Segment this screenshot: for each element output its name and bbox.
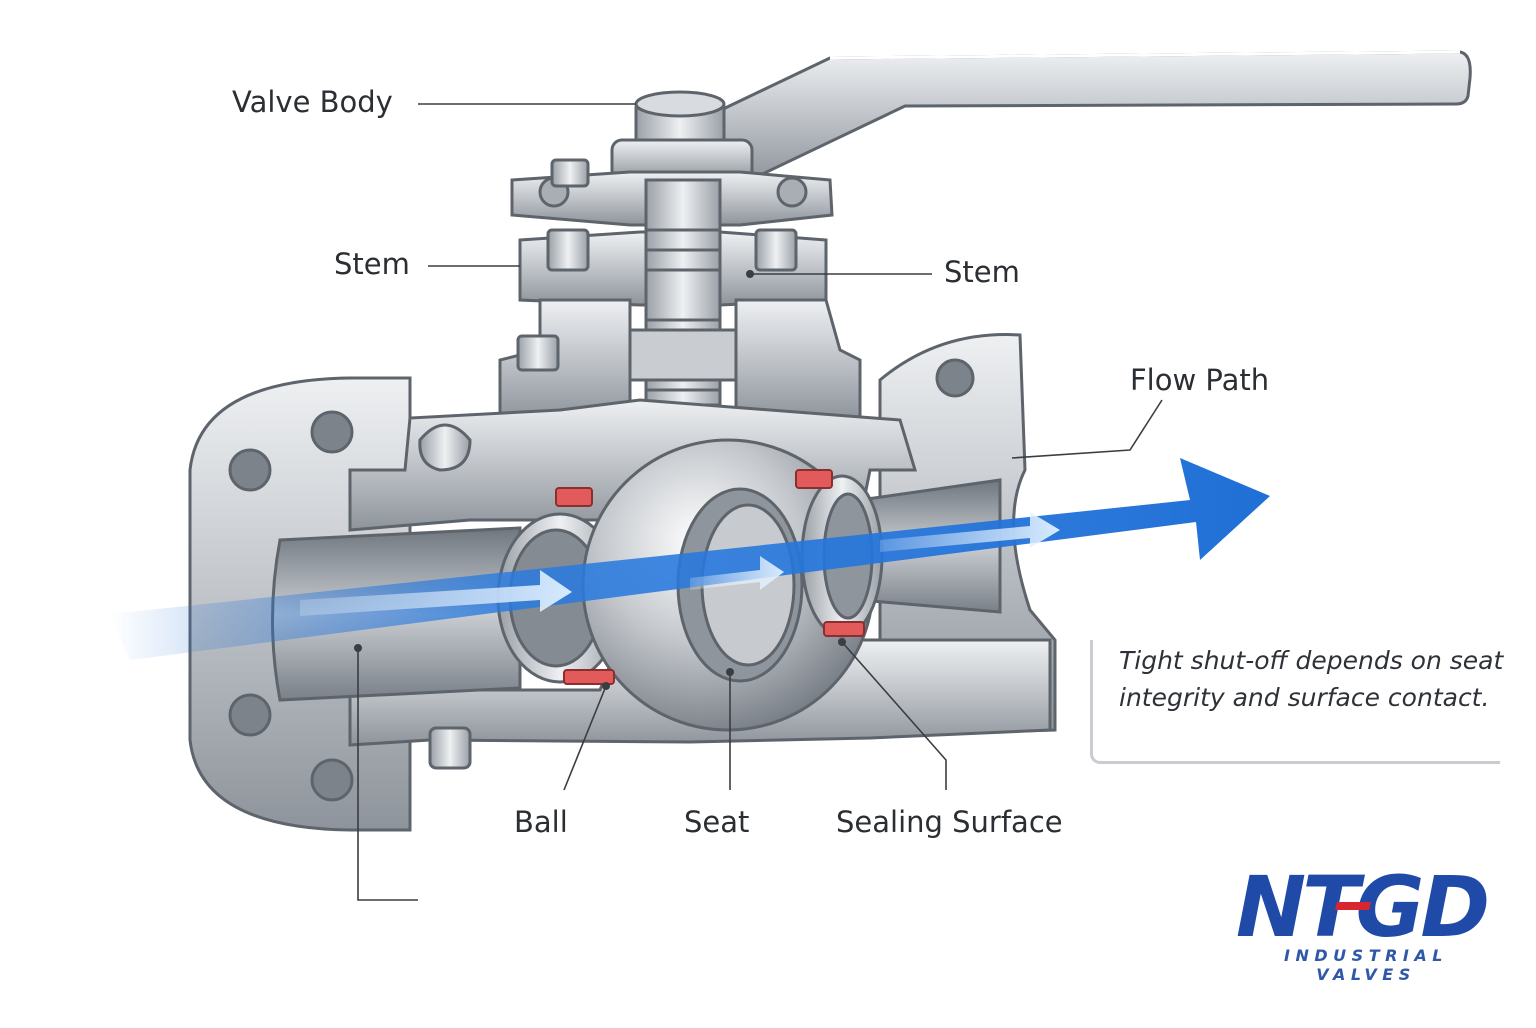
stem-nut [610,90,754,182]
note-text: Tight shut-off depends on seat integrity… [1119,646,1504,712]
gland-flange [510,158,834,307]
brand-tagline: INDUSTRIAL VALVES [1284,946,1448,984]
leader-lines [357,103,1163,901]
flow-arrow [110,458,1270,660]
label-valve-body: Valve Body [232,85,393,119]
label-stem-left: Stem [334,247,410,281]
leader-dots [354,270,846,690]
label-sealing-surface: Sealing Surface [836,805,1063,839]
label-ball: Ball [514,805,568,839]
seal-rings [555,469,865,685]
callout-note: Tight shut-off depends on seat integrity… [1090,640,1503,764]
lever-handle-icon [638,50,1472,184]
label-seat: Seat [684,805,750,839]
brand-mark: NTGD [1236,858,1492,956]
brand-logo: NTGD INDUSTRIAL VALVES [1226,858,1496,984]
label-stem-right: Stem [944,255,1020,289]
label-flow-path: Flow Path [1130,363,1270,397]
